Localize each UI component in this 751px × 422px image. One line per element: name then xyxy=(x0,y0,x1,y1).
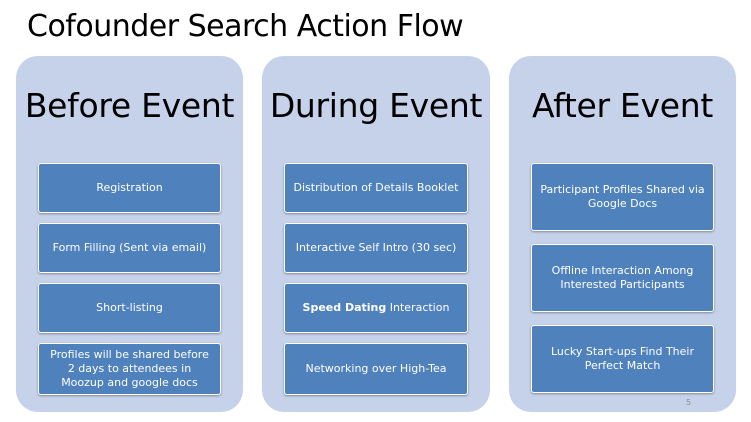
step-box: Form Filling (Sent via email) xyxy=(38,223,221,273)
step-box: Lucky Start-ups Find Their Perfect Match xyxy=(531,325,714,393)
after-event-column: After Event Participant Profiles Shared … xyxy=(509,56,736,412)
column-heading: Before Event xyxy=(24,86,235,125)
step-text: Registration xyxy=(96,181,163,194)
step-box: Speed Dating Interaction xyxy=(284,283,468,333)
step-box: Distribution of Details Booklet xyxy=(284,163,468,213)
step-box: Registration xyxy=(38,163,221,213)
step-text: Interactive Self Intro (30 sec) xyxy=(295,241,457,254)
page-number: 5 xyxy=(686,398,692,407)
column-heading: After Event xyxy=(532,86,713,125)
step-text-wrap: Speed Dating Interaction xyxy=(303,301,450,315)
step-text: Short-listing xyxy=(96,301,163,314)
step-text: Offline Interaction Among Interested Par… xyxy=(551,264,694,291)
step-text: Networking over High-Tea xyxy=(305,362,447,375)
step-text: Participant Profiles Shared via Google D… xyxy=(540,183,705,210)
step-box: Networking over High-Tea xyxy=(284,343,468,395)
step-box: Interactive Self Intro (30 sec) xyxy=(284,223,468,273)
step-box: Offline Interaction Among Interested Par… xyxy=(531,244,714,312)
step-text: Form Filling (Sent via email) xyxy=(52,241,207,254)
step-box: Participant Profiles Shared via Google D… xyxy=(531,163,714,231)
step-text: Interaction xyxy=(386,301,450,314)
slide-title: Cofounder Search Action Flow xyxy=(27,9,464,44)
during-event-column: During Event Distribution of Details Boo… xyxy=(262,56,490,412)
column-heading: During Event xyxy=(269,86,483,125)
step-text-bold: Speed Dating xyxy=(302,301,387,314)
step-text: Lucky Start-ups Find Their Perfect Match xyxy=(550,345,695,372)
step-box: Short-listing xyxy=(38,283,221,333)
step-text: Profiles will be shared before 2 days to… xyxy=(50,348,209,389)
step-box: Profiles will be shared before 2 days to… xyxy=(38,343,221,395)
step-text: Distribution of Details Booklet xyxy=(293,181,459,194)
before-event-column: Before Event Registration Form Filling (… xyxy=(16,56,243,412)
